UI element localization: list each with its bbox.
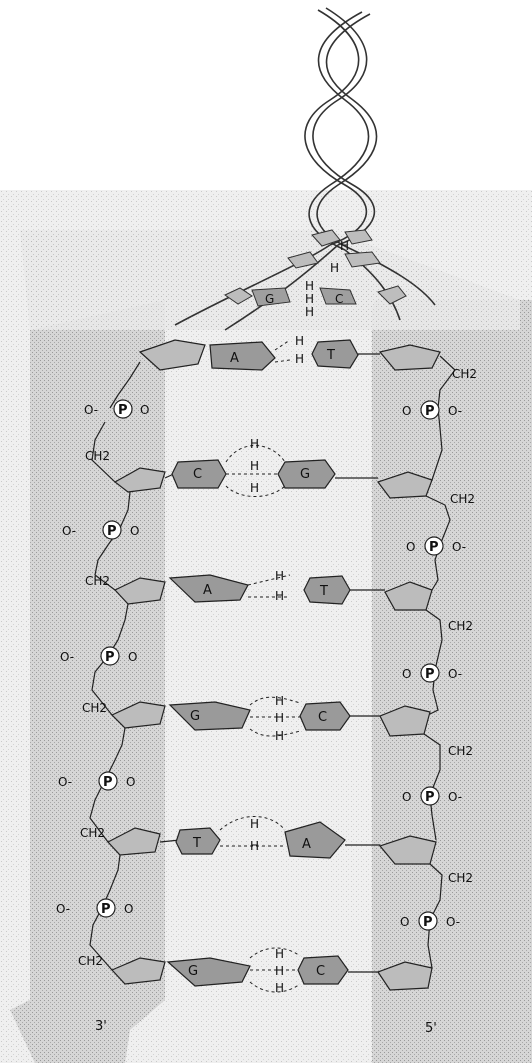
phosphate-ion: O- <box>448 790 462 804</box>
ch2-group: CH2 <box>80 826 105 840</box>
phosphate-ion: O- <box>60 650 74 664</box>
phosphate-atom: P <box>103 775 113 790</box>
phosphate-ion: O- <box>56 902 70 916</box>
phosphate-oxygen: O <box>400 915 409 929</box>
rung-3-base-left: A <box>203 583 212 598</box>
rung-4-hbond: H <box>275 729 284 743</box>
phosphate-atom: P <box>105 650 115 665</box>
phosphate-oxygen: O <box>406 540 415 554</box>
rung-5-base-right: A <box>302 837 311 852</box>
ch2-group: CH2 <box>82 701 107 715</box>
phosphate-atom: P <box>425 790 435 805</box>
rung-6-base-left: G <box>188 964 198 979</box>
rung-6-base-right: C <box>316 964 325 979</box>
phosphate-atom: P <box>425 404 435 419</box>
phosphate-oxygen: O <box>128 650 137 664</box>
ch2-group: CH2 <box>85 449 110 463</box>
strand-end-3prime: 3' <box>95 1019 107 1034</box>
phosphate-ion: O- <box>446 915 460 929</box>
rung-2-hbond: H <box>250 481 259 495</box>
phosphate-atom: P <box>425 667 435 682</box>
phosphate-ion: O- <box>452 540 466 554</box>
phosphate-oxygen: O <box>130 524 139 538</box>
rung-3-base-right: T <box>319 584 328 599</box>
strand-end-5prime: 5' <box>425 1021 437 1036</box>
rung-2-base-right: G <box>300 467 310 482</box>
top-hbond-label: H <box>330 261 339 275</box>
ch2-group: CH2 <box>448 871 473 885</box>
top-pair-base-right: C <box>335 292 343 306</box>
top-pair-hbond: H <box>305 292 314 306</box>
top-hbond-label: H <box>340 239 349 253</box>
phosphate-ion: O- <box>58 775 72 789</box>
phosphate-oxygen: O <box>140 403 149 417</box>
top-pair-hbond: H <box>305 305 314 319</box>
phosphate-atom: P <box>107 524 117 539</box>
rung-6-hbond: H <box>275 947 284 961</box>
top-pair-hbond: H <box>305 279 314 293</box>
rung-2-hbond: H <box>250 459 259 473</box>
phosphate-oxygen: O <box>402 404 411 418</box>
phosphate-atom: P <box>429 540 439 555</box>
rung-5-hbond: H <box>250 817 259 831</box>
phosphate-oxygen: O <box>402 790 411 804</box>
rung-4-base-right: C <box>318 710 327 725</box>
rung-4-hbond: H <box>275 694 284 708</box>
phosphate-atom: P <box>423 915 433 930</box>
rung-5-hbond: H <box>250 839 259 853</box>
rung-1-hbond: H <box>295 334 304 348</box>
ch2-group: CH2 <box>450 492 475 506</box>
phosphate-oxygen: O <box>126 775 135 789</box>
phosphate-atom: P <box>118 403 128 418</box>
rung-4-base-left: G <box>190 709 200 724</box>
ch2-group: CH2 <box>448 744 473 758</box>
ch2-group: CH2 <box>78 954 103 968</box>
rung-1-hbond: H <box>295 352 304 366</box>
rung-6-hbond: H <box>275 964 284 978</box>
ch2-group: CH2 <box>452 367 477 381</box>
phosphate-ion: O- <box>448 667 462 681</box>
phosphate-ion: O- <box>62 524 76 538</box>
phosphate-oxygen: O <box>124 902 133 916</box>
rung-2-base-left: C <box>193 467 202 482</box>
phosphate-oxygen: O <box>402 667 411 681</box>
phosphate-ion: O- <box>84 403 98 417</box>
rung-6-hbond: H <box>275 981 284 995</box>
ch2-group: CH2 <box>448 619 473 633</box>
ch2-group: CH2 <box>85 574 110 588</box>
top-pair-base-left: G <box>265 292 274 306</box>
phosphate-ion: O- <box>448 404 462 418</box>
rung-2-hbond: H <box>250 437 259 451</box>
rung-3-hbond: H <box>275 589 284 603</box>
rung-5-base-left: T <box>192 836 201 851</box>
rung-4-hbond: H <box>275 711 284 725</box>
rung-1-base-right: T <box>326 348 335 363</box>
phosphate-atom: P <box>101 902 111 917</box>
rung-3-hbond: H <box>275 569 284 583</box>
rung-1-base-left: A <box>230 351 239 366</box>
